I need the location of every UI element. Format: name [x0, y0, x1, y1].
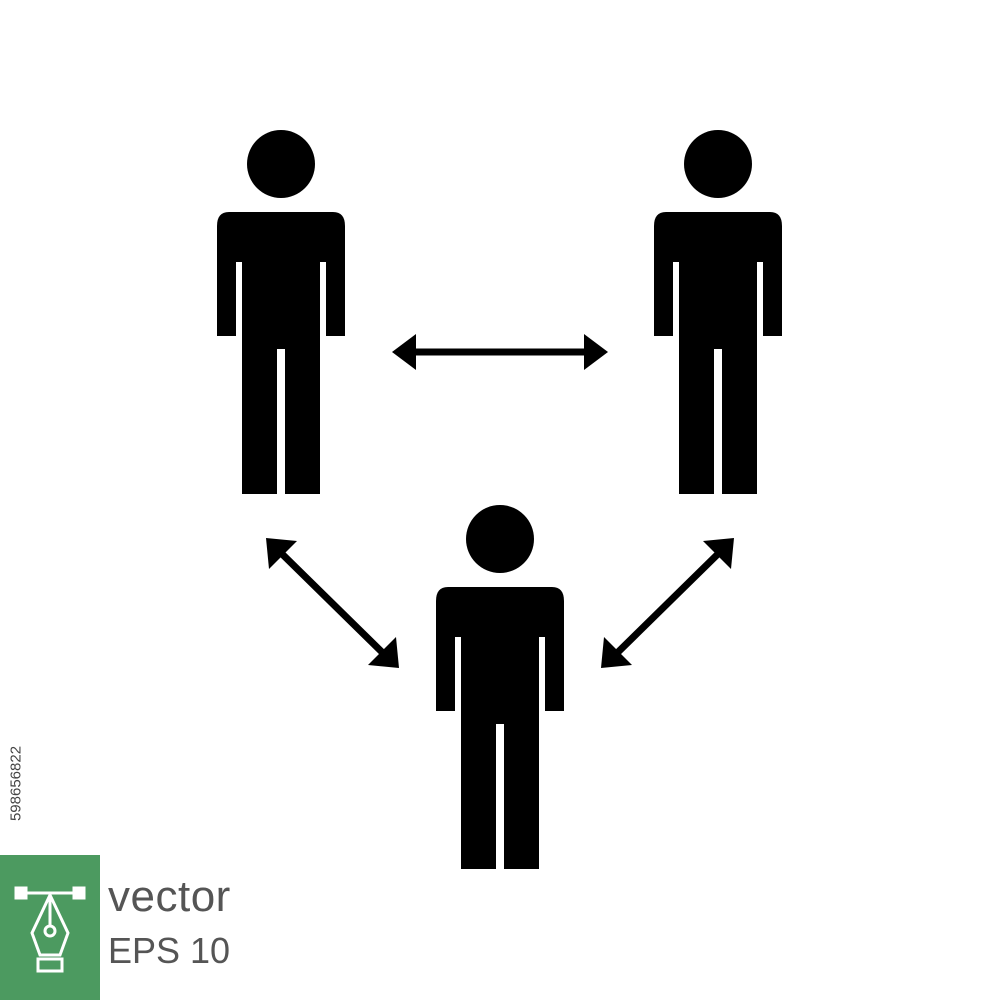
person-bottom	[436, 505, 564, 869]
vector-label: vector	[108, 872, 231, 921]
eps-label: EPS 10	[108, 930, 231, 971]
arrow-left-diagonal	[266, 538, 399, 668]
stock-id-text: 598656822	[7, 745, 25, 822]
person-top-left	[217, 130, 345, 494]
arrow-right-diagonal	[601, 538, 734, 668]
pen-tool-icon	[14, 886, 86, 973]
arrow-top-horizontal	[392, 334, 608, 370]
person-top-right	[654, 130, 782, 494]
vector-badge	[0, 855, 100, 1000]
